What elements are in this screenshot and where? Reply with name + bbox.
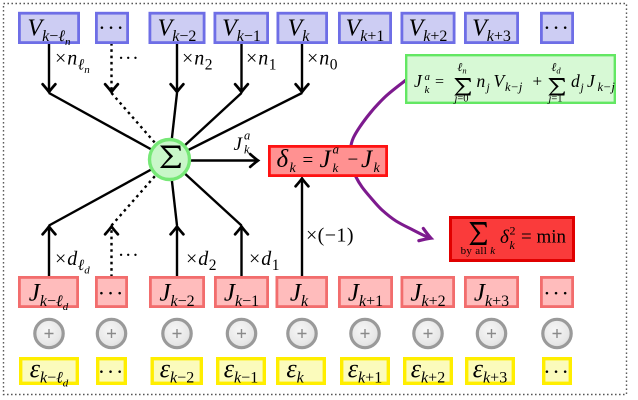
svg-text:k: k [244,143,250,157]
svg-text:Vk−ℓn: Vk−ℓn [28,16,71,48]
svg-text:J: J [361,146,374,173]
svg-text:J: J [320,146,333,173]
svg-text:···: ··· [118,48,139,70]
svg-text:Jk+1: Jk+1 [348,280,383,311]
svg-text:k: k [333,160,339,175]
svg-text:Vk+3: Vk+3 [472,16,511,46]
svg-text:εk: εk [286,354,304,387]
svg-text:Vk: Vk [288,16,311,46]
svg-text:×(−1): ×(−1) [306,225,354,247]
svg-text:εk+3: εk+3 [473,354,507,387]
svg-text:by all k: by all k [461,245,497,257]
svg-text:j=0: j=0 [452,94,468,105]
svg-text:k: k [510,238,516,252]
svg-text:j: j [579,82,584,94]
svg-text:Vk−2: Vk−2 [158,16,197,46]
svg-text:···: ··· [98,281,125,306]
svg-text:ℓn: ℓn [457,60,466,75]
svg-text:= min: = min [521,227,567,248]
svg-text:J: J [414,71,423,91]
svg-text:k: k [425,84,431,96]
svg-text:···: ··· [118,245,139,267]
svg-text:k−j: k−j [505,80,523,94]
svg-text:a: a [244,129,250,143]
svg-text:Vk−1: Vk−1 [222,16,261,46]
svg-text:J: J [587,71,596,91]
svg-text:ℓd: ℓd [551,60,561,75]
svg-text:+: + [533,72,543,91]
svg-text:εk+2: εk+2 [411,354,445,387]
svg-text:εk−1: εk−1 [224,354,258,387]
svg-text:Jk−ℓd: Jk−ℓd [29,280,69,313]
svg-text:J: J [234,134,244,155]
svg-text:×nℓn: ×nℓn [55,48,90,77]
svg-text:k: k [290,161,297,176]
svg-text:j=1: j=1 [546,94,562,105]
svg-text:=: = [303,150,314,171]
svg-text:···: ··· [543,359,570,384]
svg-text:×d1: ×d1 [249,248,280,274]
svg-text:Jk+2: Jk+2 [410,280,445,311]
svg-text:···: ··· [98,15,125,40]
svg-text:δ: δ [277,146,289,173]
svg-text:εk−2: εk−2 [160,354,194,387]
svg-text:×n1: ×n1 [246,48,277,74]
svg-text:···: ··· [543,15,570,40]
svg-text:k−j: k−j [598,80,616,94]
svg-text:a: a [425,71,431,83]
svg-text:×n0: ×n0 [307,48,338,74]
svg-text:V: V [494,71,507,91]
svg-text:Jk+3: Jk+3 [474,280,509,311]
svg-text:Vk+2: Vk+2 [409,16,448,46]
svg-text:×d2: ×d2 [186,248,217,274]
svg-text:···: ··· [543,281,570,306]
svg-text:2: 2 [510,224,516,238]
svg-text:εk−ℓd: εk−ℓd [30,354,69,389]
svg-text:···: ··· [98,359,125,384]
svg-text:d: d [571,71,580,91]
svg-text:=: = [435,74,444,91]
svg-text:×dℓd: ×dℓd [55,248,90,277]
svg-text:εk+1: εk+1 [348,354,382,387]
svg-text:n: n [477,71,486,91]
svg-text:k: k [374,161,381,176]
svg-text:δ: δ [500,227,510,248]
svg-text:Vk+1: Vk+1 [346,16,385,46]
svg-text:j: j [485,82,490,94]
svg-text:Jk−2: Jk−2 [159,280,194,311]
svg-text:Jk−1: Jk−1 [224,280,259,311]
svg-text:a: a [333,142,340,157]
svg-text:Jk: Jk [290,280,309,311]
svg-text:×n2: ×n2 [182,48,213,74]
svg-text:−: − [348,150,359,171]
